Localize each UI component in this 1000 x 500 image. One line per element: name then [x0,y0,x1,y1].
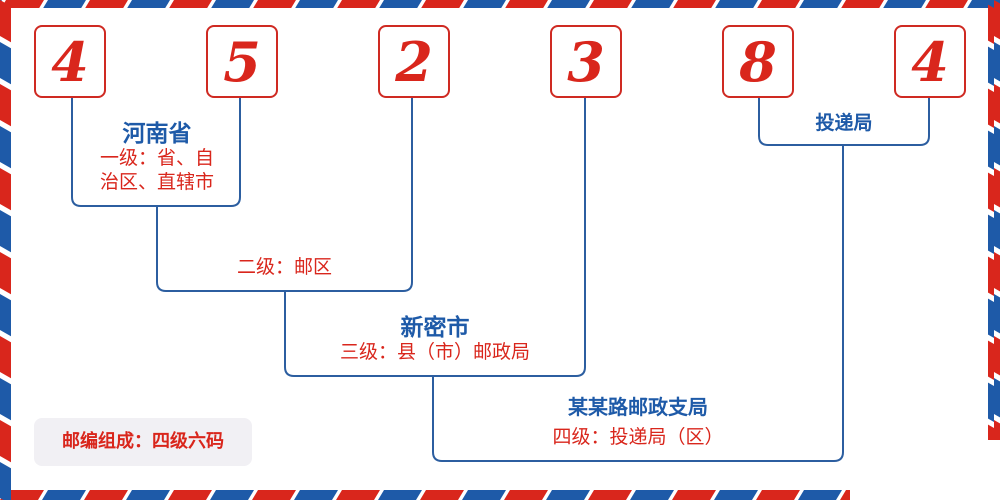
border-stripe-left [0,0,11,500]
province-name: 河南省 [122,120,192,147]
digit-6: 4 [911,30,949,94]
branch-office-name: 某某路邮政支局 [568,395,708,419]
bracket-level4 [432,146,844,462]
digit-2: 5 [223,30,261,94]
digit-5: 8 [738,30,777,94]
code-structure-badge: 邮编组成：四级六码 [34,418,252,466]
bracket-level3 [284,97,586,377]
level1-caption-line2: 治区、直辖市 [99,171,214,193]
digit-box-5 [722,25,794,98]
digit-3: 2 [394,30,433,94]
digit-box-1 [34,25,106,98]
digit-box-2 [206,25,278,98]
digit-box-4 [550,25,622,98]
level2-caption: 二级：邮区 [236,256,332,278]
border-stripe-right [988,0,1000,440]
level1-caption-line1: 一级：省、自 [99,147,214,169]
level4-caption: 四级：投递局（区） [552,426,724,448]
digit-1: 4 [51,30,89,94]
bracket-delivery [758,97,930,146]
digit-boxes [34,25,966,98]
border-stripe-top [0,0,1000,8]
digit-4: 3 [567,30,605,94]
level3-caption: 三级：县（市）邮政局 [339,341,530,363]
city-name: 新密市 [400,314,470,341]
border-stripe-bottom [0,490,850,500]
delivery-office-name: 投递局 [815,112,873,134]
digit-box-3 [378,25,450,98]
digit-box-6 [894,25,966,98]
